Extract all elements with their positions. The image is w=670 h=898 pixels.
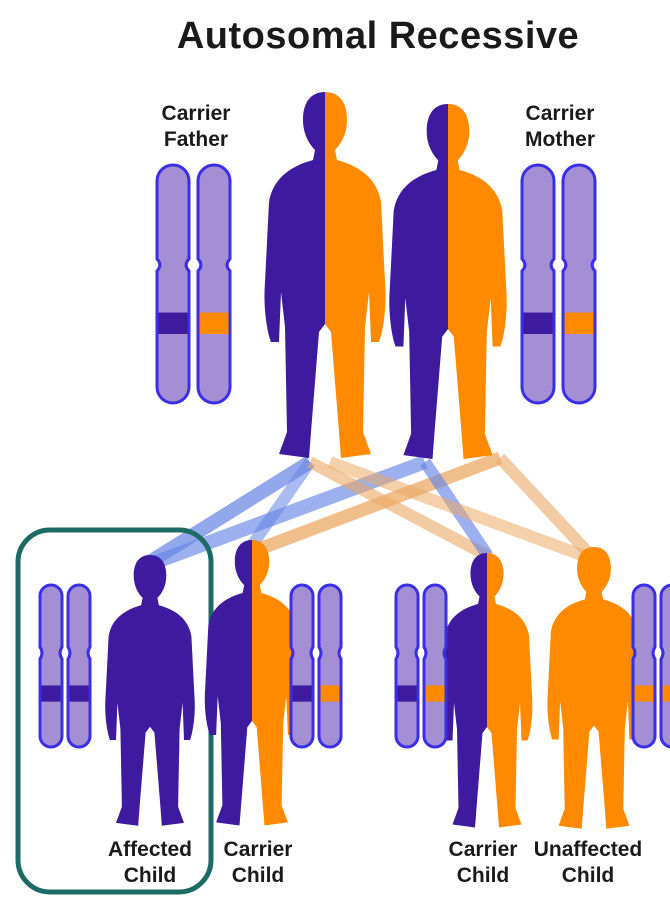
father-chromosome-pair bbox=[157, 165, 230, 403]
mother-chromosome-pair bbox=[522, 165, 595, 403]
chromosome-body bbox=[396, 585, 418, 747]
figure-right-half bbox=[487, 548, 547, 833]
affected-child-chromosome-pair bbox=[40, 585, 90, 747]
figure-left-half bbox=[190, 535, 252, 831]
chromosome bbox=[68, 585, 90, 747]
chromosome-body bbox=[40, 585, 62, 747]
father-label-line1: Carrier bbox=[162, 102, 231, 125]
figure-left-half bbox=[91, 550, 150, 831]
child-label-line1: Affected bbox=[108, 838, 192, 861]
child-label-line1: Carrier bbox=[449, 838, 518, 861]
chromosome-body bbox=[563, 165, 595, 403]
chromosome bbox=[633, 585, 655, 747]
affected-child-silhouette bbox=[91, 550, 209, 831]
father-silhouette bbox=[245, 87, 405, 467]
figure-left-half bbox=[532, 542, 594, 835]
allele-band-recessive bbox=[321, 685, 340, 701]
allele-band-recessive bbox=[200, 313, 229, 334]
chromosome-body bbox=[291, 585, 313, 747]
chromosome bbox=[157, 165, 189, 403]
chromosome bbox=[319, 585, 341, 747]
chromosome bbox=[522, 165, 554, 403]
chromosome-body bbox=[633, 585, 655, 747]
chromosome bbox=[661, 585, 670, 747]
chromosome-body bbox=[319, 585, 341, 747]
figure-right-half bbox=[448, 99, 526, 468]
child-label-line2: Child bbox=[124, 864, 177, 887]
chromosome bbox=[563, 165, 595, 403]
chromosome-body bbox=[68, 585, 90, 747]
diagram-title: Autosomal Recessive bbox=[177, 15, 579, 57]
mother-label-line2: Mother bbox=[525, 128, 595, 151]
unaffected-child-chromosome-pair bbox=[633, 585, 670, 747]
chromosome-body bbox=[661, 585, 670, 747]
allele-band-recessive bbox=[426, 685, 445, 701]
chromosome-body bbox=[198, 165, 230, 403]
chromosome-body bbox=[522, 165, 554, 403]
carrier-child-chromosome-pair bbox=[396, 585, 446, 747]
carrier-child-chromosome-pair bbox=[291, 585, 341, 747]
child-label-line1: Unaffected bbox=[534, 838, 643, 861]
allele-band-recessive bbox=[565, 313, 594, 334]
mother-silhouette bbox=[370, 99, 525, 468]
figure-left-half bbox=[245, 87, 325, 467]
chromosome-body bbox=[424, 585, 446, 747]
child-label-line2: Child bbox=[232, 864, 285, 887]
figure-right-half bbox=[150, 550, 209, 831]
allele-band-recessive bbox=[635, 685, 654, 701]
child-label-line2: Child bbox=[457, 864, 510, 887]
chromosome bbox=[40, 585, 62, 747]
chromosome bbox=[396, 585, 418, 747]
allele-band-dominant bbox=[42, 685, 61, 701]
allele-band-dominant bbox=[70, 685, 89, 701]
father-label-line2: Father bbox=[164, 128, 228, 151]
allele-band-dominant bbox=[524, 313, 553, 334]
chromosome bbox=[198, 165, 230, 403]
chromosome bbox=[424, 585, 446, 747]
allele-band-dominant bbox=[398, 685, 417, 701]
chromosome bbox=[291, 585, 313, 747]
allele-band-recessive bbox=[663, 685, 670, 701]
child-label-line2: Child bbox=[562, 864, 615, 887]
mother-label-line1: Carrier bbox=[526, 102, 595, 125]
allele-band-dominant bbox=[293, 685, 312, 701]
child-label-line1: Carrier bbox=[224, 838, 293, 861]
allele-band-dominant bbox=[159, 313, 188, 334]
chromosome-body bbox=[157, 165, 189, 403]
